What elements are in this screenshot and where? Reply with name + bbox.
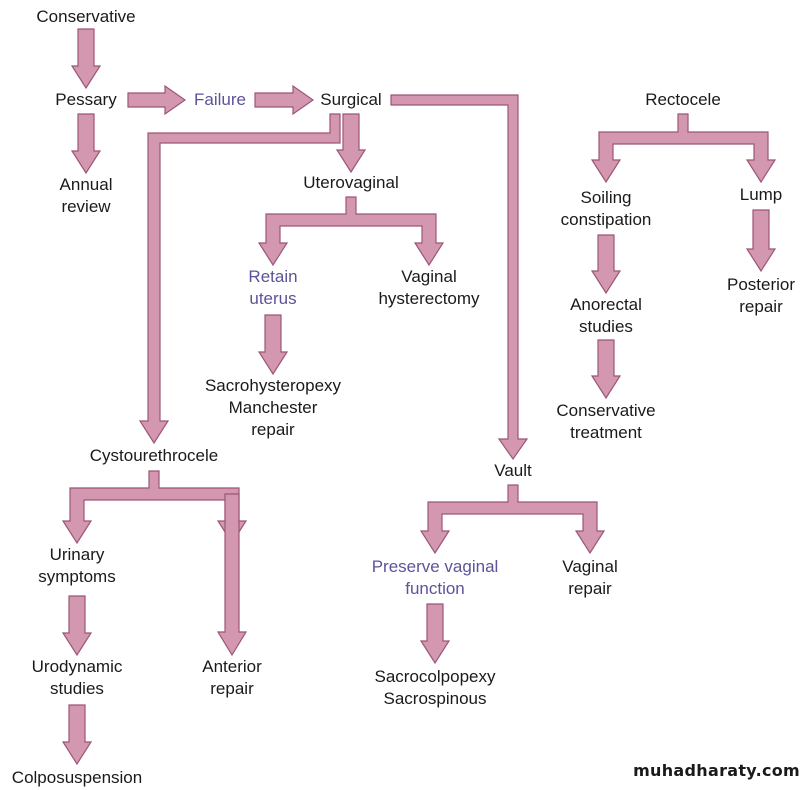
node-vaginal-repair: Vaginal repair [562,556,617,600]
node-pessary: Pessary [55,90,117,109]
arrow-lump-posterior-repair [745,209,777,273]
node-posterior-repair-line2: repair [739,297,783,316]
arrow-preserve-sacrocolpopexy [419,603,451,665]
node-retain-uterus: Retain uterus [248,266,297,310]
node-preserve-vaginal-function-line2: function [405,579,465,598]
arrow-conservative-pessary [70,28,102,90]
node-colposuspension: Colposuspension [11,768,143,787]
node-anorectal-studies: Anorectal studies [570,294,642,338]
arrow-urodynamic-colposuspension [61,704,93,766]
node-sacrohysteropexy-line2: Manchester [228,398,318,417]
arrow-pessary-failure [127,84,187,116]
node-rectocele: Rectocele [645,90,721,109]
node-vaginal-hysterectomy-line1: Vaginal [401,267,457,286]
node-urinary-symptoms-line2: symptoms [38,567,116,586]
node-urinary-symptoms: Urinary symptoms [38,544,115,588]
node-soiling-constipation-line2: constipation [560,210,652,229]
arrow-surgical-cystourethrocele [138,113,341,445]
node-anorectal-studies-line1: Anorectal [570,295,642,314]
node-anterior-repair-line2: repair [210,679,254,698]
node-sacrohysteropexy: Sacrohysteropexy Manchester repair [205,375,341,441]
watermark: muhadharaty.com [633,761,800,780]
arrow-split-uterovaginal [257,196,445,267]
node-urodynamic-studies-line2: studies [50,679,104,698]
node-conservative-treatment: Conservative treatment [556,400,655,444]
arrow-failure-surgical [254,84,315,116]
node-posterior-repair-line1: Posterior [726,275,796,294]
node-failure: Failure [194,90,246,109]
node-sacrohysteropexy-line1: Sacrohysteropexy [204,376,342,395]
node-preserve-vaginal-function-line1: Preserve vaginal [371,557,499,576]
node-annual-review: Annual review [60,174,113,218]
node-retain-uterus-line1: Retain [248,267,298,286]
arrow-soiling-anorectal [590,234,622,295]
node-lump: Lump [739,185,783,204]
node-vault: Vault [494,461,532,480]
node-vaginal-repair-line2: repair [568,579,612,598]
node-urodynamic-studies-line1: Urodynamic [31,657,123,676]
node-anterior-repair: Anterior repair [202,656,262,700]
arrow-split-rectocele [590,113,777,184]
arrow-pessary-annual-review [70,113,102,175]
arrow-split-cystourethrocele [61,470,248,545]
node-vaginal-hysterectomy: Vaginal hysterectomy [378,266,479,310]
node-urodynamic-studies: Urodynamic studies [32,656,123,700]
node-sacrocolpopexy-line2: Sacrospinous [383,689,487,708]
node-anorectal-studies-line2: studies [579,317,633,336]
node-preserve-vaginal-function: Preserve vaginal function [372,556,499,600]
node-retain-uterus-line2: uterus [249,289,297,308]
node-soiling-constipation: Soiling constipation [561,187,652,231]
node-cystourethrocele: Cystourethrocele [89,446,219,465]
node-uterovaginal: Uterovaginal [303,173,399,192]
node-vaginal-repair-line1: Vaginal [562,557,618,576]
node-annual-review-line2: review [61,197,111,216]
node-annual-review-line1: Annual [59,175,113,194]
arrow-split-vault [419,484,606,555]
node-sacrohysteropexy-line3: repair [251,420,295,439]
node-soiling-constipation-line1: Soiling [580,188,632,207]
node-vaginal-hysterectomy-line2: hysterectomy [378,289,480,308]
arrow-retain-uterus-sacrohysteropexy [257,314,289,376]
arrow-urinary-urodynamic [61,595,93,657]
arrow-surgical-vault [390,94,529,461]
node-anterior-repair-line1: Anterior [202,657,262,676]
node-conservative-treatment-line1: Conservative [556,401,656,420]
node-conservative: Conservative [36,7,136,26]
node-urinary-symptoms-line1: Urinary [49,545,105,564]
arrow-surgical-uterovaginal [335,113,367,174]
node-conservative-treatment-line2: treatment [570,423,642,442]
node-sacrocolpopexy: Sacrocolpopexy Sacrospinous [375,666,496,710]
arrow-cystourethrocele-anterior-repair [216,493,248,657]
node-sacrocolpopexy-line1: Sacrocolpopexy [374,667,496,686]
node-posterior-repair: Posterior repair [727,274,795,318]
arrow-anorectal-conservative-treatment [590,339,622,400]
node-surgical: Surgical [320,90,382,109]
